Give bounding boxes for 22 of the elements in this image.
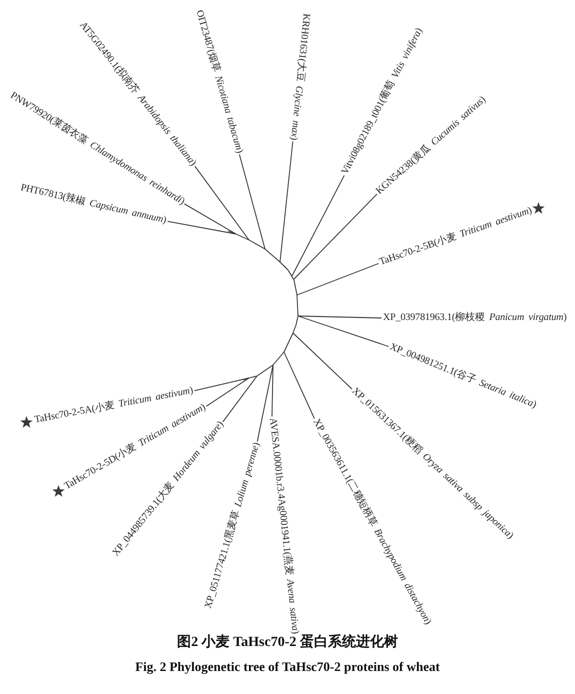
tree-branch xyxy=(222,376,258,422)
tree-branch xyxy=(284,352,315,420)
tree-branch xyxy=(238,154,266,250)
tree-branch xyxy=(280,141,294,262)
tree-branch xyxy=(272,364,274,417)
tree-branch xyxy=(296,263,380,296)
tree-branch xyxy=(184,203,236,234)
tree-branch xyxy=(294,194,378,280)
tree-branch xyxy=(167,220,236,234)
figure-caption: 图2 小麦 TaHsc70-2 蛋白系统进化树 xyxy=(176,634,399,651)
tree-branch xyxy=(292,332,352,390)
tree-branch xyxy=(292,174,345,276)
sequence-label: XP_039781963.1(柳枝稷 Panicum virgatum) xyxy=(383,312,567,324)
tree-branch xyxy=(206,378,250,407)
tree-branch xyxy=(298,316,390,347)
tree-branch xyxy=(256,364,274,442)
tree-branch xyxy=(194,378,250,392)
tree-branch xyxy=(194,166,250,240)
tree-branch xyxy=(298,316,382,318)
tree-backbone xyxy=(228,230,298,380)
figure-caption: Fig. 2 Phylogenetic tree of TaHsc70-2 proteins of wheat xyxy=(134,659,441,675)
sequence-label: KRH01631(大豆 Glycine max) xyxy=(287,12,312,141)
